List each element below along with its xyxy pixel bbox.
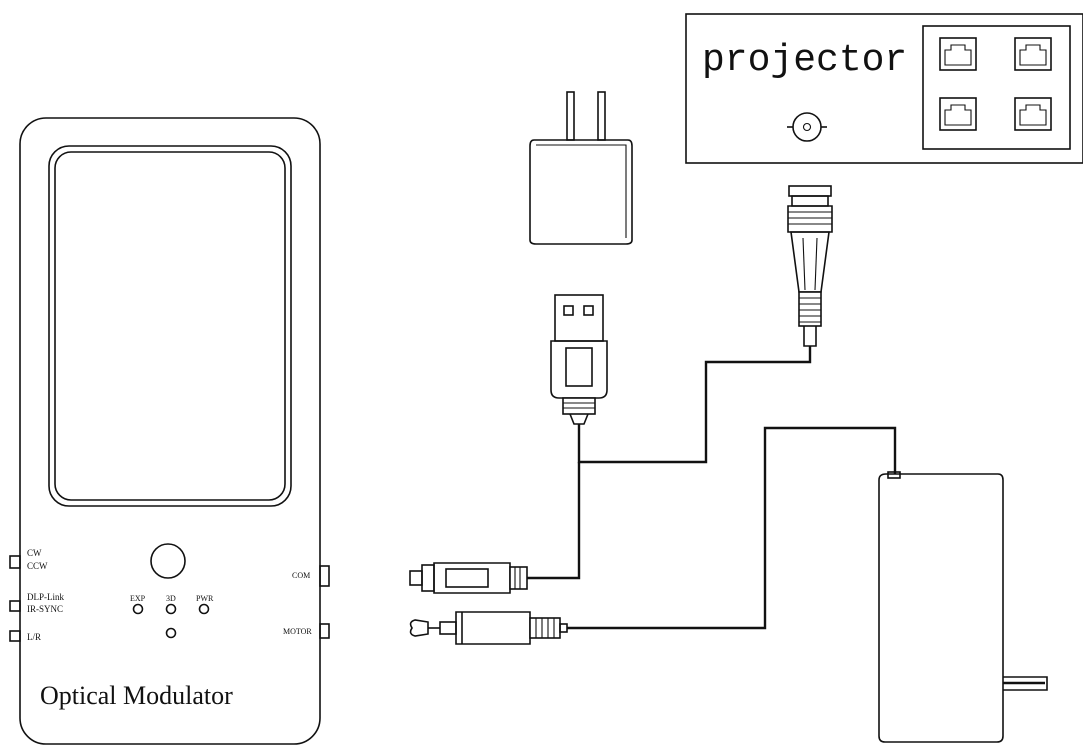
lr-switch [9,630,21,642]
plug-body [529,139,633,245]
com-port [319,565,330,587]
bnc-port-inner [802,122,812,132]
round-button [150,543,186,579]
3d-led-label: 3D [166,594,176,603]
plug-prong-right [597,91,606,141]
3d-led [165,603,177,615]
rj45-port-4 [1014,97,1052,131]
motor-port-label: MOTOR [283,627,312,636]
pwr-led-label: PWR [196,594,214,603]
projector-device: projector [685,13,1083,164]
dlp-link-label: DLP-Link [27,592,64,602]
dlp-irsync-switch [9,600,21,612]
usb-plug-body [550,340,608,399]
bnc-port-outer [792,112,822,142]
usb-cable [577,346,812,464]
rj45-port-2 [1014,37,1052,71]
modulator-window-inner [54,151,286,501]
extra-led [165,627,177,639]
modulator-window-outer [48,145,292,507]
ccw-label: CCW [27,561,48,571]
usb-metal-shell [554,294,604,342]
cw-label: CW [27,548,42,558]
rj45-port-3 [939,97,977,131]
bnc-connector [787,185,833,347]
projector-label: projector [702,39,907,82]
cables [527,346,1048,691]
optical-modulator-device: CW CCW DLP-Link IR-SYNC L/R EXP 3D PWR C… [9,117,330,745]
rj45-port-panel [922,25,1071,150]
lr-label: L/R [27,632,41,642]
rj45-port-1 [939,37,977,71]
projector-body [685,13,1083,164]
motor-port [319,623,330,639]
com-cable [527,462,581,580]
modulator-body [19,117,321,745]
exp-led [132,603,144,615]
com-port-label: COM [292,571,310,580]
audio-jack-plug [409,611,568,645]
exp-led-label: EXP [130,594,146,603]
plug-prong-left [566,91,575,141]
com-mini-plug [409,562,528,594]
wall-plug-adapter [529,91,633,245]
ir-sync-label: IR-SYNC [27,604,63,614]
power-supply-brick [878,471,1004,743]
pwr-led [198,603,210,615]
motor-cable [567,426,897,630]
usb-a-plug [550,294,608,425]
cw-ccw-switch [9,555,21,569]
modulator-title: Optical Modulator [40,681,233,710]
